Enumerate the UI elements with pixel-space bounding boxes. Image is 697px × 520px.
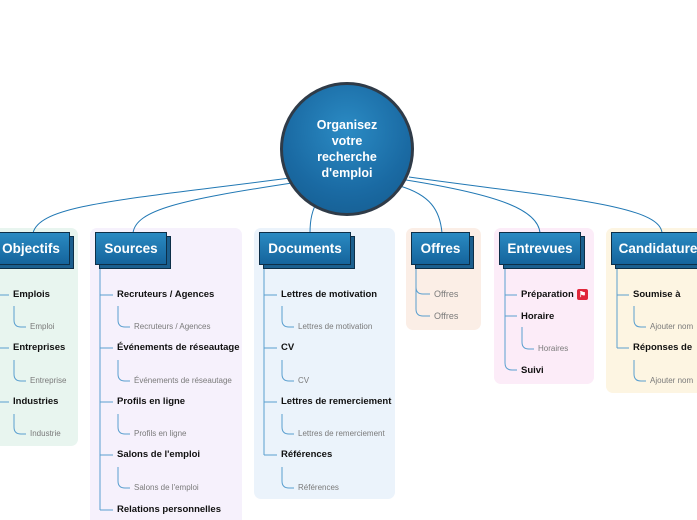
branch-entrevues-label: Entrevues — [499, 232, 581, 265]
topic-lettres-motivation[interactable]: Lettres de motivation — [281, 289, 378, 300]
branch-candidature[interactable]: Candidature — [611, 232, 697, 269]
topic-cv[interactable]: CV — [281, 342, 295, 353]
subtopic-references[interactable]: Références — [298, 483, 339, 492]
topic-relations[interactable]: Relations personnelles — [117, 504, 222, 515]
topic-suivi[interactable]: Suivi — [521, 365, 544, 376]
branch-sources[interactable]: Sources — [95, 232, 171, 269]
subtopic-entreprise[interactable]: Entreprise — [30, 376, 67, 385]
topic-preparation[interactable]: Préparation — [521, 289, 574, 300]
branch-entrevues[interactable]: Entrevues — [499, 232, 585, 269]
subtopic-profils[interactable]: Profils en ligne — [134, 429, 187, 438]
sources-panel — [90, 228, 242, 520]
topic-offres-2[interactable]: Offres — [434, 311, 459, 321]
branch-objectifs[interactable]: Objectifs — [0, 232, 74, 269]
subtopic-ajouter-nom-2[interactable]: Ajouter nom — [650, 376, 694, 385]
branch-candidature-label: Candidature — [611, 232, 697, 265]
subtopic-industrie[interactable]: Industrie — [30, 429, 61, 438]
branch-sources-label: Sources — [95, 232, 167, 265]
subtopic-emploi[interactable]: Emploi — [30, 322, 55, 331]
subtopic-cv[interactable]: CV — [298, 376, 310, 385]
flag-icon: ⚑ — [577, 289, 588, 300]
central-topic[interactable]: Organisez votre recherche d'emploi — [280, 82, 414, 216]
topic-evenements[interactable]: Événements de réseautage — [117, 342, 240, 353]
topic-recruteurs[interactable]: Recruteurs / Agences — [117, 289, 215, 300]
subtopic-horaires[interactable]: Horaires — [538, 344, 569, 353]
branch-objectifs-label: Objectifs — [0, 232, 70, 265]
subtopic-recruteurs[interactable]: Recruteurs / Agences — [134, 322, 211, 331]
subtopic-evenements[interactable]: Événements de réseautage — [134, 376, 232, 385]
topic-salons[interactable]: Salons de l'emploi — [117, 449, 201, 460]
branch-offres-label: Offres — [411, 232, 470, 265]
central-topic-label: Organisez votre recherche d'emploi — [316, 118, 378, 180]
topic-soumise[interactable]: Soumise à — [633, 289, 681, 300]
topic-profils[interactable]: Profils en ligne — [117, 396, 186, 407]
branch-documents[interactable]: Documents — [259, 232, 355, 269]
topic-entreprises[interactable]: Entreprises — [13, 342, 66, 353]
topic-references[interactable]: Références — [281, 449, 333, 460]
topic-offres-1[interactable]: Offres — [434, 289, 459, 299]
topic-industries[interactable]: Industries — [13, 396, 59, 407]
topic-reponses[interactable]: Réponses de — [633, 342, 693, 353]
branch-offres[interactable]: Offres — [411, 232, 474, 269]
topic-horaire[interactable]: Horaire — [521, 311, 555, 322]
subtopic-lettres-remerciement[interactable]: Lettres de remerciement — [298, 429, 385, 438]
topic-lettres-remerciement[interactable]: Lettres de remerciement — [281, 396, 392, 407]
subtopic-lettres-motivation[interactable]: Lettres de motivation — [298, 322, 373, 331]
documents-panel — [254, 228, 395, 499]
subtopic-salons[interactable]: Salons de l'emploi — [134, 483, 199, 492]
subtopic-ajouter-nom-1[interactable]: Ajouter nom — [650, 322, 694, 331]
topic-emplois[interactable]: Emplois — [13, 289, 50, 300]
branch-documents-label: Documents — [259, 232, 351, 265]
